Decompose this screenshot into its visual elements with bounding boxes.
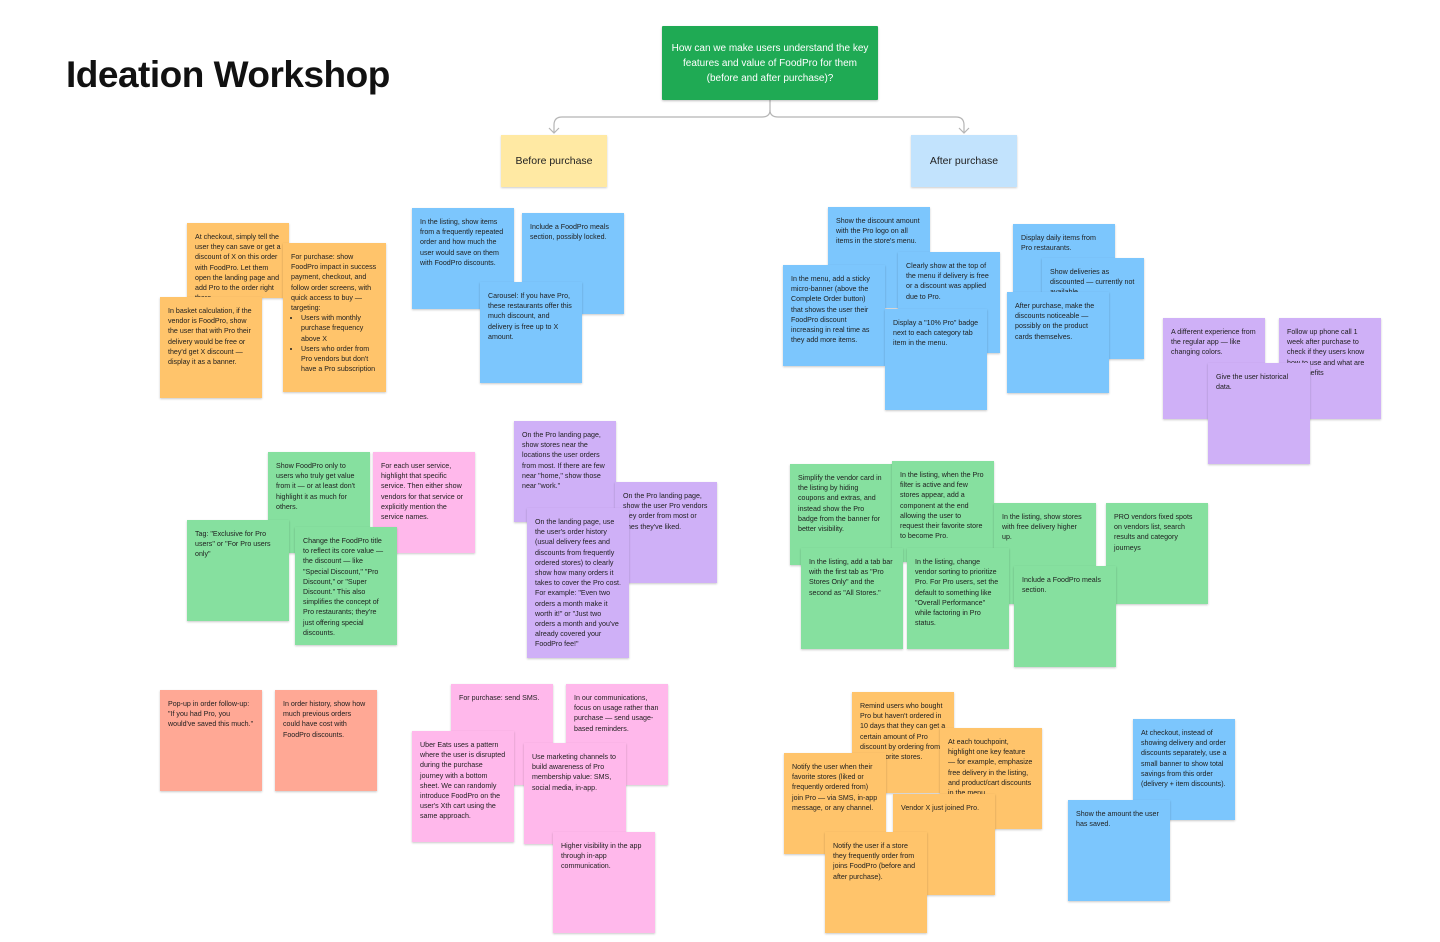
sticky-note[interactable]: Tag: "Exclusive for Pro users" or "For P… (187, 520, 289, 621)
sticky-note[interactable]: In the menu, add a sticky micro-banner (… (783, 265, 885, 366)
sticky-note[interactable]: PRO vendors fixed spots on vendors list,… (1106, 503, 1208, 604)
sticky-note[interactable]: On the Pro landing page, show stores nea… (514, 421, 616, 522)
branch-before-purchase[interactable]: Before purchase (501, 135, 607, 187)
sticky-note[interactable]: On the landing page, use the user's orde… (527, 508, 629, 658)
sticky-note[interactable]: Give the user historical data. (1208, 363, 1310, 464)
central-question[interactable]: How can we make users understand the key… (662, 26, 878, 100)
sticky-note[interactable]: For purchase: show FoodPro impact in suc… (283, 243, 386, 392)
page-title: Ideation Workshop (66, 54, 390, 95)
sticky-note[interactable]: In the listing, add a tab bar with the f… (801, 548, 903, 649)
sticky-note[interactable]: In the listing, when the Pro filter is a… (892, 461, 994, 562)
sticky-note[interactable]: Include a FoodPro meals section. (1014, 566, 1116, 667)
sticky-note[interactable]: In basket calculation, if the vendor is … (160, 297, 262, 398)
sticky-note[interactable]: Notify the user if a store they frequent… (825, 832, 927, 933)
target-list: Users with monthly purchase frequency ab… (291, 313, 378, 374)
sticky-note[interactable]: On the Pro landing page, show the user P… (615, 482, 717, 583)
sticky-note[interactable]: Uber Eats uses a pattern where the user … (412, 731, 514, 842)
sticky-note[interactable]: Change the FoodPro title to reflect its … (295, 527, 397, 645)
sticky-note[interactable]: Higher visibility in the app through in-… (553, 832, 655, 933)
sticky-note[interactable]: In the listing, change vendor sorting to… (907, 548, 1009, 649)
sticky-note-text: For purchase: show FoodPro impact in suc… (291, 253, 377, 313)
sticky-note[interactable]: Pop-up in order follow-up: "If you had P… (160, 690, 262, 791)
branch-after-purchase[interactable]: After purchase (911, 135, 1017, 187)
sticky-note[interactable]: Carousel: If you have Pro, these restaur… (480, 282, 582, 383)
sticky-note[interactable]: Use marketing channels to build awarenes… (524, 743, 626, 844)
sticky-note[interactable]: In order history, show how much previous… (275, 690, 377, 791)
list-item: Users who order from Pro vendors but don… (301, 344, 378, 375)
sticky-note[interactable]: Display a "10% Pro" badge next to each c… (885, 309, 987, 410)
sticky-note[interactable]: After purchase, make the discounts notic… (1007, 292, 1109, 393)
sticky-note[interactable]: Show the amount the user has saved. (1068, 800, 1170, 901)
list-item: Users with monthly purchase frequency ab… (301, 313, 378, 344)
sticky-note[interactable]: At checkout, simply tell the user they c… (187, 223, 289, 298)
